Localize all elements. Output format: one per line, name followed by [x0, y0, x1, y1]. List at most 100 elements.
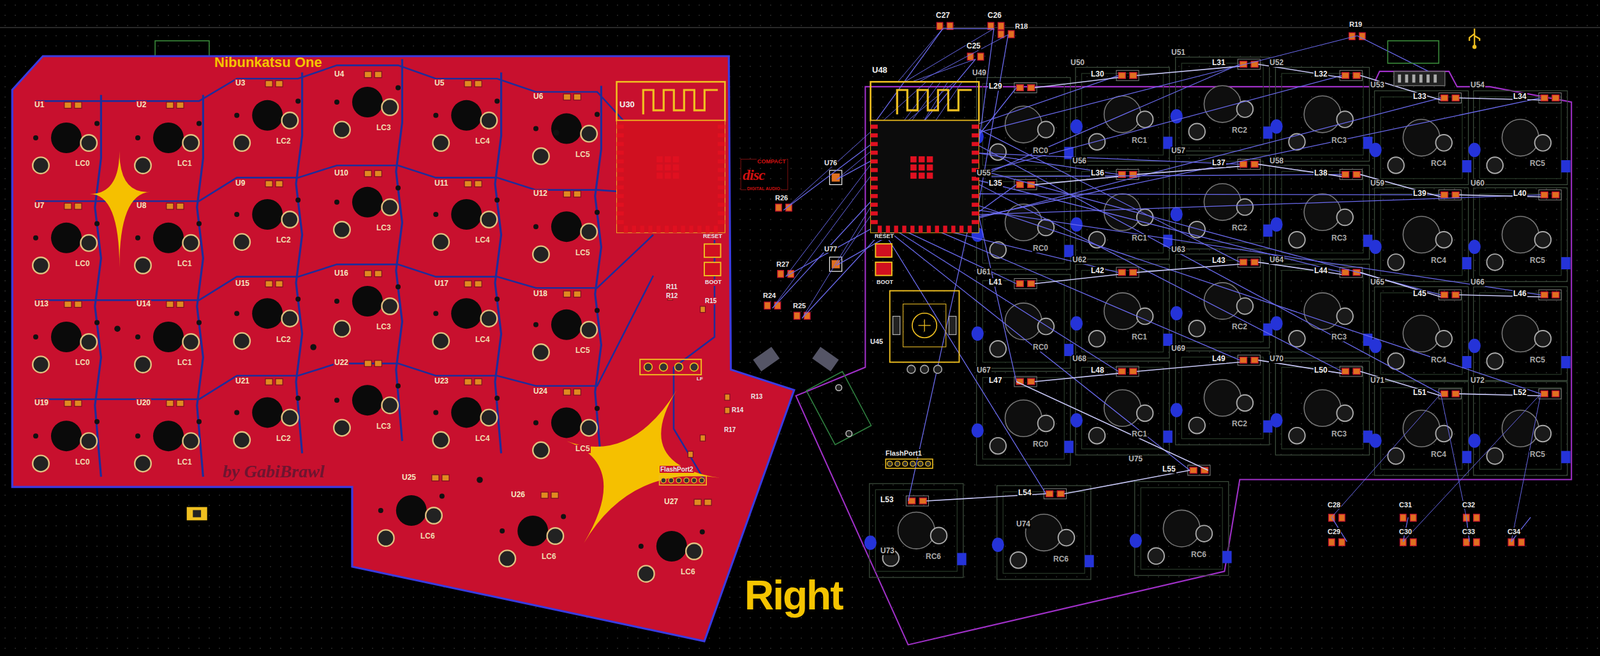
switch-pin: [233, 431, 251, 449]
board-title: Nibunkatsu One: [214, 54, 323, 71]
switch-hole: [251, 396, 283, 428]
esp32-module: U30: [615, 79, 726, 235]
via: [334, 397, 340, 403]
switch-label: LC4: [474, 335, 491, 344]
led-pad: [265, 180, 273, 187]
encoder-pin: [907, 364, 916, 374]
led-footprint: [1014, 278, 1037, 289]
silkscreen-label: R17: [723, 426, 737, 434]
part-designator: U18: [532, 289, 549, 298]
switch-pin: [498, 549, 516, 567]
ratsnest: [977, 193, 1441, 196]
ratsnest: [783, 144, 871, 210]
led-pad: [1251, 357, 1259, 364]
diode-pad: [1462, 355, 1472, 369]
led-designator: L51: [1412, 388, 1428, 397]
diode-pad: [1468, 338, 1481, 353]
led-pad: [908, 497, 916, 504]
mount-hole: [553, 129, 560, 136]
switch-label: LC4: [474, 434, 491, 443]
part-designator: U5: [433, 79, 445, 88]
smd-pad: [724, 394, 730, 401]
switch-label: LC6: [419, 532, 436, 541]
ratsnest: [977, 128, 1240, 262]
module-pad: [717, 176, 725, 181]
led-designator: L54: [1017, 488, 1033, 497]
switch-pin: [1147, 548, 1165, 565]
module-pad: [616, 133, 624, 138]
switch-pin: [1534, 231, 1552, 249]
led-pad: [166, 301, 174, 308]
led-footprint: [1339, 70, 1363, 81]
led-pad: [464, 180, 472, 187]
trace: [95, 95, 102, 477]
switch-pin: [481, 310, 498, 327]
part-designator: U75: [1127, 454, 1144, 464]
thermal-pad: [926, 156, 934, 163]
switch-pin: [547, 527, 564, 545]
part-designator: U74: [1015, 519, 1031, 529]
module-pad: [971, 220, 979, 224]
switch-label: RC3: [1330, 333, 1348, 342]
silkscreen-label: BOOT: [704, 279, 723, 286]
led-pad: [364, 360, 372, 367]
silkscreen-label: C32: [1461, 500, 1476, 509]
led-pad: [374, 170, 382, 177]
switch-footprint: [1081, 367, 1163, 450]
module-pad: [717, 185, 725, 189]
smd-pad: [775, 204, 783, 212]
switch-footprint: [1275, 165, 1370, 260]
switch-hole: [1501, 119, 1539, 157]
switch-footprint: [1479, 193, 1562, 276]
switch-hole: [1203, 183, 1241, 221]
module-pad: [971, 202, 979, 207]
led-pad: [1118, 171, 1126, 178]
led-pad: [1341, 72, 1349, 80]
ratsnest: [1459, 294, 1541, 297]
ratsnest: [895, 230, 1119, 372]
switch-pin: [532, 148, 550, 165]
jst-connector: [752, 347, 780, 372]
switch-pin: [134, 355, 152, 373]
diode-pad: [1462, 160, 1472, 173]
smd-pad: [1508, 538, 1515, 546]
module-pad: [717, 159, 725, 164]
module-pad: [616, 176, 624, 181]
button: [875, 262, 892, 276]
switch-footprint: [1081, 171, 1163, 254]
switch-hole: [551, 211, 582, 242]
via: [433, 211, 439, 217]
module-pad: [673, 225, 677, 233]
switch-label: LC5: [574, 346, 591, 355]
diode-pad: [956, 553, 966, 566]
led-pad: [1045, 490, 1053, 497]
module-pad: [870, 159, 878, 164]
diode-pad: [1369, 338, 1382, 353]
switch-footprint: [1275, 67, 1370, 162]
smd-pad: [1463, 538, 1470, 546]
switch-hole: [451, 199, 482, 230]
trace: [35, 275, 654, 400]
switch-hole: [251, 297, 283, 329]
led-pad: [166, 102, 174, 109]
via: [533, 419, 539, 425]
silkscreen-label: C29: [1326, 527, 1341, 536]
module-pad: [971, 193, 979, 198]
led-pad: [464, 378, 472, 386]
via: [334, 298, 340, 304]
header-pin: [925, 461, 931, 467]
switch-footprint: [1075, 264, 1170, 358]
led-pad: [1552, 390, 1560, 397]
part-designator: U26: [510, 490, 526, 499]
switch-pin: [32, 156, 50, 174]
via: [533, 223, 539, 230]
ratsnest: [977, 209, 1017, 382]
via: [395, 185, 401, 191]
diode-pad: [1468, 433, 1481, 448]
led-designator: L55: [1161, 465, 1177, 474]
switch-pin: [1336, 209, 1354, 226]
switch-pin: [637, 565, 655, 582]
smd-pad: [936, 22, 943, 30]
switch-pin: [182, 333, 200, 351]
led-footprint: [1538, 92, 1562, 103]
